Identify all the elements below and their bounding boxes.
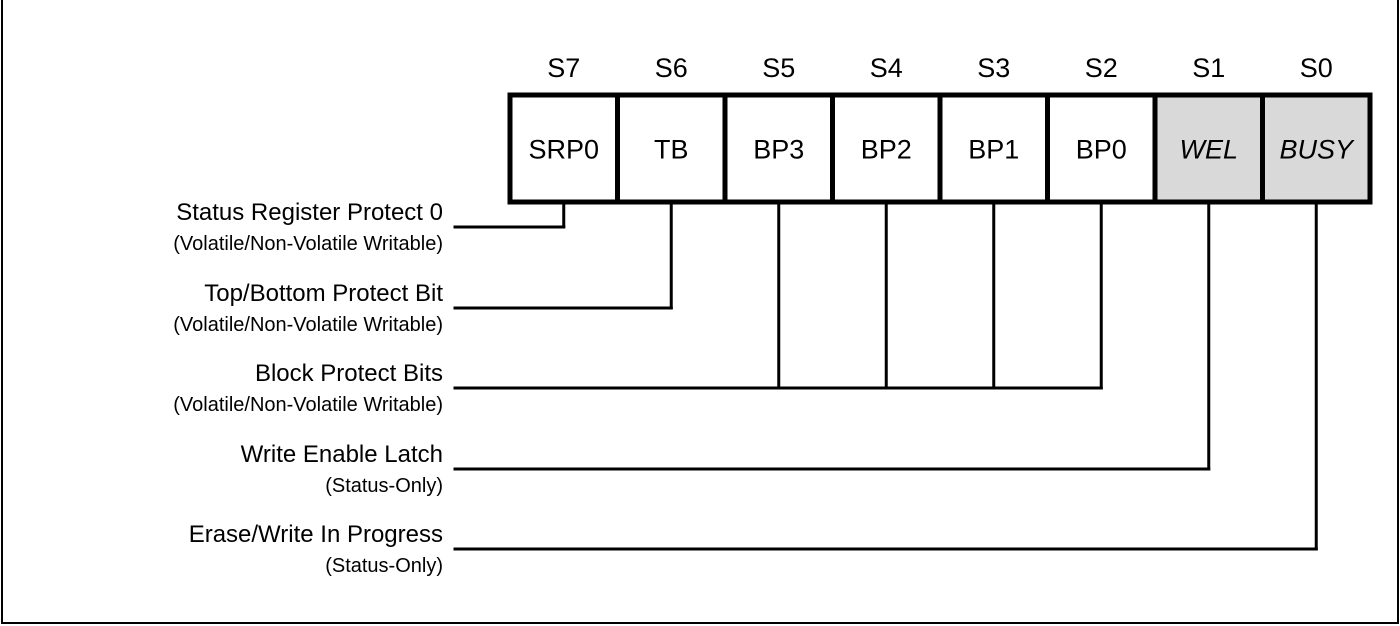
description-subtitle: (Volatile/Non-Volatile Writable) bbox=[173, 314, 443, 336]
bit-index-s0: S0 bbox=[1300, 53, 1333, 83]
bit-index-s2: S2 bbox=[1085, 53, 1118, 83]
bit-name-tb: TB bbox=[654, 135, 689, 165]
bit-index-s3: S3 bbox=[977, 53, 1010, 83]
description-title: Top/Bottom Protect Bit bbox=[204, 280, 443, 307]
bit-connector-lines bbox=[453, 202, 1318, 551]
description-subtitle: (Status-Only) bbox=[325, 555, 443, 577]
bit-name-srp0: SRP0 bbox=[528, 135, 599, 165]
bit-name-bp0: BP0 bbox=[1076, 135, 1127, 165]
description-title: Block Protect Bits bbox=[255, 360, 443, 387]
bit-index-s4: S4 bbox=[870, 53, 903, 83]
bit-cell-s6 bbox=[615, 92, 728, 205]
bit-cell-s5 bbox=[722, 92, 835, 205]
bit-name-busy: BUSY bbox=[1279, 135, 1355, 165]
bit-name-wel: WEL bbox=[1179, 135, 1238, 165]
bit-name-bp1: BP1 bbox=[968, 135, 1019, 165]
description-title: Erase/Write In Progress bbox=[189, 521, 443, 548]
bit-name-bp2: BP2 bbox=[861, 135, 912, 165]
bit-index-s6: S6 bbox=[655, 53, 688, 83]
description-subtitle: (Volatile/Non-Volatile Writable) bbox=[173, 394, 443, 416]
description-title: Status Register Protect 0 bbox=[176, 199, 443, 226]
description-title: Write Enable Latch bbox=[241, 441, 443, 468]
bit-index-row: S7 S6 S5 S4 S3 S2 S1 S0 bbox=[547, 53, 1333, 83]
description-subtitle: (Volatile/Non-Volatile Writable) bbox=[173, 233, 443, 255]
description-subtitle: (Status-Only) bbox=[325, 475, 443, 497]
register-bit-cells: SRP0 TB BP3 BP2 BP1 BP0 WEL BUSY bbox=[507, 92, 1373, 205]
bit-cell-s0 bbox=[1260, 92, 1373, 205]
bit-index-s5: S5 bbox=[762, 53, 795, 83]
bit-index-s7: S7 bbox=[547, 53, 580, 83]
bit-index-s1: S1 bbox=[1192, 53, 1225, 83]
bit-name-bp3: BP3 bbox=[753, 135, 804, 165]
bit-descriptions: Status Register Protect 0 (Volatile/Non-V… bbox=[173, 199, 443, 577]
